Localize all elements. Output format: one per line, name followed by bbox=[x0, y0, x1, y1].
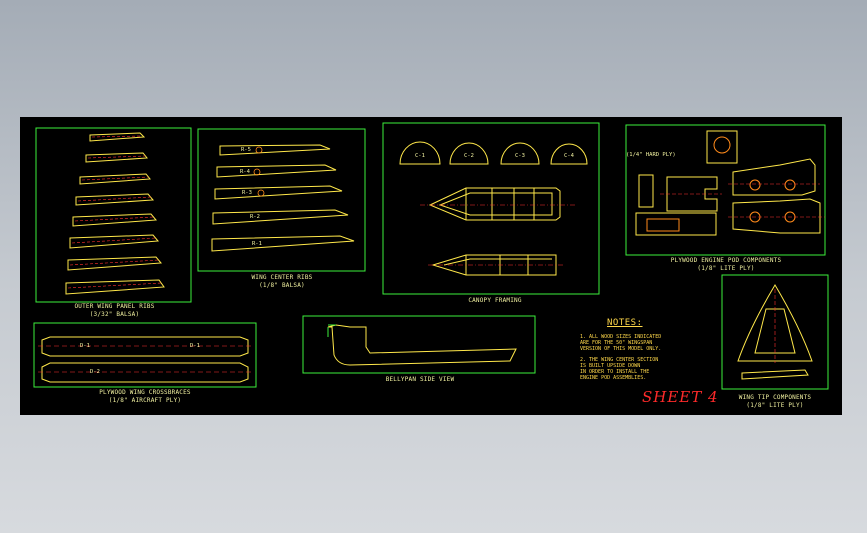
outer-rib bbox=[75, 193, 155, 206]
note-line: ENGINE POD ASSEMBLIES. bbox=[580, 375, 647, 381]
engine-pod-centerlines bbox=[660, 183, 825, 218]
crossbraces-title: PLYWOOD WING CROSSBRACES bbox=[99, 389, 191, 396]
center-rib-r4 bbox=[216, 164, 337, 178]
wing-tip-parts bbox=[737, 284, 813, 380]
outer-rib bbox=[79, 173, 151, 185]
outer-rib bbox=[89, 132, 146, 142]
center-ribs-holes bbox=[253, 146, 265, 197]
engine-pod-frame bbox=[625, 124, 826, 256]
outer-rib bbox=[69, 234, 160, 249]
former-label-c2: C-2 bbox=[464, 153, 474, 159]
rib-label-r2: R-2 bbox=[250, 214, 260, 220]
outer-rib bbox=[72, 213, 158, 227]
bellypan-title: BELLYPAN SIDE VIEW bbox=[385, 376, 455, 383]
former-label-c1: C-1 bbox=[415, 153, 425, 159]
center-rib-r3 bbox=[214, 185, 343, 200]
bellypan-marker bbox=[327, 324, 336, 337]
crossbrace-d1 bbox=[41, 336, 249, 357]
wing-tip-material: (1/8" LITE PLY) bbox=[746, 402, 804, 409]
canopy-frame bbox=[382, 122, 600, 295]
outer-ribs-frame bbox=[35, 127, 192, 303]
bellypan-frame bbox=[302, 315, 536, 374]
outer-ribs-material: (3/32" BALSA) bbox=[89, 311, 140, 318]
canopy-formers bbox=[399, 141, 588, 165]
rib-label-r4: R-4 bbox=[240, 169, 250, 175]
outer-rib bbox=[85, 152, 148, 163]
center-ribs-frame bbox=[197, 128, 366, 272]
engine-pod-material: (1/8" LITE PLY) bbox=[697, 265, 755, 272]
crossbrace-label-3: D-2 bbox=[90, 369, 100, 375]
canopy-top-view bbox=[428, 187, 561, 221]
rib-label-r3: R-3 bbox=[242, 190, 252, 196]
notes-title: NOTES: bbox=[607, 318, 643, 328]
outer-ribs-title: OUTER WING PANEL RIBS bbox=[74, 303, 155, 310]
center-ribs-title: WING CENTER RIBS bbox=[251, 274, 313, 281]
crossbraces-material: (1/8" AIRCRAFT PLY) bbox=[108, 397, 182, 404]
drawing-sheet: OUTER WING PANEL RIBS (3/32" BALSA) WING… bbox=[20, 117, 842, 415]
crossbrace-d2 bbox=[41, 362, 249, 383]
hard-ply-note: (1/4" HARD PLY) bbox=[626, 152, 676, 158]
sheet-number: SHEET 4 bbox=[642, 388, 719, 406]
outer-ribs-centerlines bbox=[67, 135, 163, 289]
engine-pod-parts bbox=[635, 130, 821, 236]
outer-rib bbox=[65, 279, 165, 295]
center-ribs-group bbox=[211, 144, 355, 252]
rib-label-r5: R-5 bbox=[241, 147, 251, 153]
outer-ribs-group bbox=[65, 132, 165, 295]
outer-rib bbox=[67, 256, 163, 271]
note-line: 1. ALL WOOD SIZES INDICATED bbox=[580, 334, 662, 340]
wing-tip-frame bbox=[721, 274, 829, 390]
engine-pod-title: PLYWOOD ENGINE POD COMPONENTS bbox=[670, 257, 782, 264]
center-rib-r5 bbox=[219, 144, 331, 156]
note-line: IN ORDER TO INSTALL THE bbox=[580, 369, 650, 375]
note-line: ARE FOR THE 50" WINGSPAN bbox=[580, 340, 653, 346]
crossbraces-frame bbox=[33, 322, 257, 388]
crossbrace-label-1: D-1 bbox=[80, 343, 90, 349]
rib-label-r1: R-1 bbox=[252, 241, 262, 247]
note-line: VERSION OF THIS MODEL ONLY. bbox=[580, 346, 662, 352]
former-label-c4: C-4 bbox=[564, 153, 574, 159]
cad-drawing bbox=[33, 122, 829, 390]
center-ribs-material: (1/8" BALSA) bbox=[259, 282, 305, 289]
center-rib-r2 bbox=[212, 209, 349, 225]
bellypan-shape bbox=[327, 324, 517, 366]
note-line: IS BUILT UPSIDE DOWN bbox=[580, 363, 641, 369]
center-rib-r1 bbox=[211, 235, 355, 252]
crossbrace-label-2: D-1 bbox=[190, 343, 200, 349]
wing-tip-title: WING TIP COMPONENTS bbox=[738, 394, 812, 401]
crossbraces-parts bbox=[41, 336, 249, 383]
note-line: 2. THE WING CENTER SECTION bbox=[580, 357, 659, 363]
former-label-c3: C-3 bbox=[515, 153, 525, 159]
canopy-title: CANOPY FRAMING bbox=[468, 297, 522, 304]
